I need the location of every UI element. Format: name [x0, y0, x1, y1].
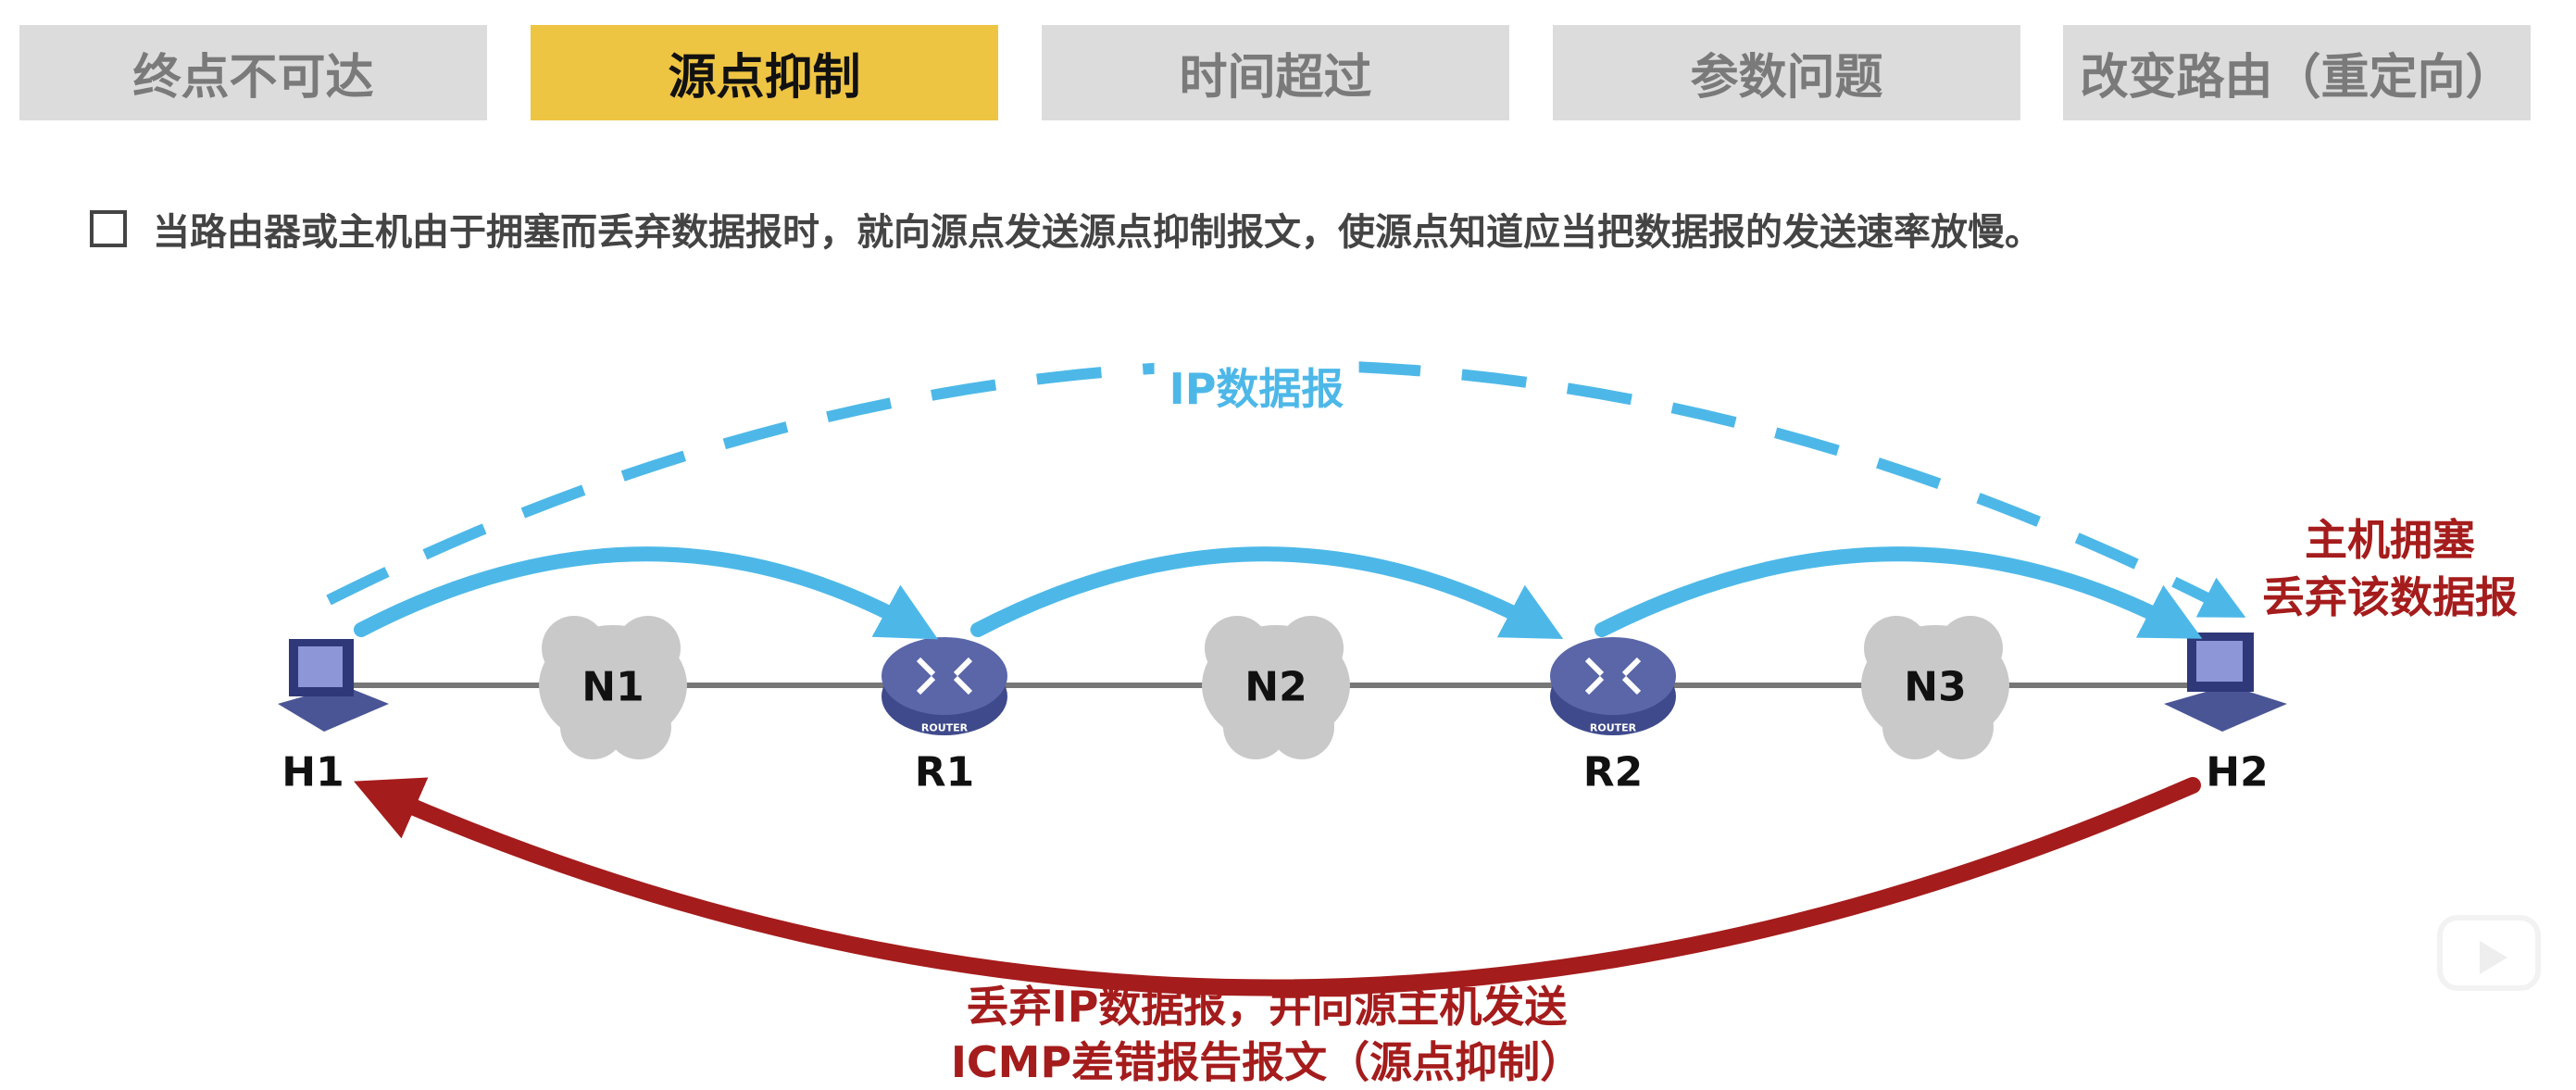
host-h2-label: H2 [2206, 748, 2269, 796]
router-r1-label: R1 [914, 748, 975, 796]
tab-parameter-problem[interactable]: 参数问题 [1553, 25, 2020, 120]
router-r2-label: R2 [1582, 748, 1644, 796]
router-r1-icon [882, 637, 1007, 735]
tab-redirect[interactable]: 改变路由（重定向） [2063, 25, 2531, 120]
router-r2-caption: ROUTER [1589, 721, 1637, 734]
congestion-note-line1: 主机拥塞 [2305, 515, 2475, 565]
hop-arrow-h1-r1 [354, 546, 939, 640]
congestion-note-line2: 丢弃该数据报 [2262, 572, 2518, 622]
description: 当路由器或主机由于拥塞而丢弃数据报时，就向源点发送源点抑制报文，使源点知道应当把… [90, 202, 2042, 256]
hop-arrow-r2-h2 [1594, 546, 2203, 639]
network-n3-label: N3 [1904, 663, 1967, 711]
bilibili-play-icon [2437, 915, 2541, 991]
host-h1-label: H1 [281, 748, 344, 796]
router-r1-caption: ROUTER [920, 721, 969, 734]
checkbox-bullet-icon [90, 210, 127, 247]
host-h2-icon [2164, 633, 2287, 732]
icmp-note-line1: 丢弃IP数据报，并向源主机发送 [966, 982, 1568, 1032]
cloud-n2-icon [1202, 616, 1350, 759]
hop-arrow-r1-r2 [970, 546, 1564, 639]
tab-time-exceeded[interactable]: 时间超过 [1042, 25, 1509, 120]
router-r2-icon [1550, 637, 1676, 735]
cloud-n1-icon [539, 616, 687, 759]
cloud-n3-icon [1861, 616, 2009, 759]
ip-datagram-label: IP数据报 [1154, 356, 1359, 417]
tab-source-quench[interactable]: 源点抑制 [531, 25, 998, 120]
description-text: 当路由器或主机由于拥塞而丢弃数据报时，就向源点发送源点抑制报文，使源点知道应当把… [153, 211, 2042, 254]
icmp-return-arrow [354, 777, 2201, 996]
tab-destination-unreachable[interactable]: 终点不可达 [19, 25, 487, 120]
icmp-note-line2: ICMP差错报告报文（源点抑制） [950, 1037, 1583, 1087]
host-h1-icon [278, 639, 389, 732]
cloud-icons [539, 616, 2009, 759]
network-n2-label: N2 [1244, 663, 1307, 711]
network-n1-label: N1 [581, 663, 644, 711]
